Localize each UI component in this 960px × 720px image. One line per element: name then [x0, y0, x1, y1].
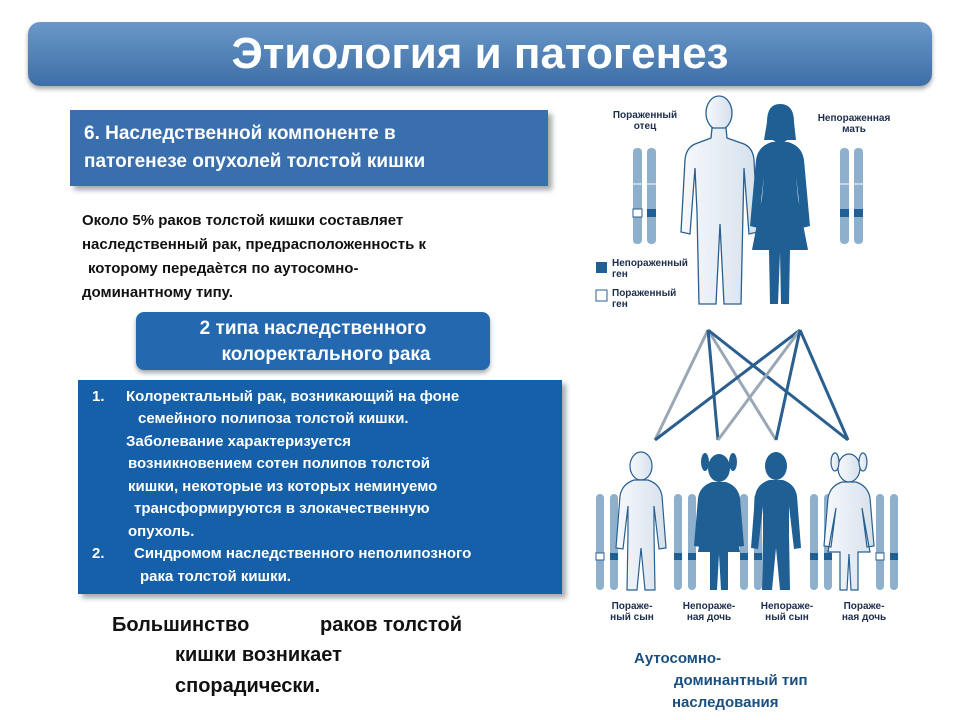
types-text: 2 типа наследственного колоректального р… — [136, 316, 490, 368]
child-affected-son-figure — [615, 451, 667, 591]
child-3-label-line-2: ный сын — [765, 612, 809, 623]
father-label-line-1: Пораженный — [612, 110, 678, 121]
father-figure — [680, 95, 759, 305]
children-gene-marks — [595, 552, 898, 561]
child-unaffected-son-figure — [751, 452, 801, 590]
child-4-label-line-2: ная дочь — [841, 612, 887, 623]
father-label: Пораженный отец — [604, 110, 686, 132]
child-3-label-line-1: Непораже- — [760, 601, 814, 612]
mother-label-line-1: Непораженная — [817, 113, 891, 124]
caption-line-3: наследования — [672, 694, 779, 711]
child-unaffected-daughter-figure — [694, 453, 744, 590]
inheritance-lines — [653, 328, 850, 442]
page-title: Этиология и патогенез — [231, 29, 729, 78]
legend-affected-square — [595, 289, 608, 302]
legend-affected-label: Пораженный ген — [612, 288, 704, 310]
caption-line-2: доминантный тип — [674, 672, 808, 689]
intro-line-1: Около 5% раков толстой кишки составляет — [82, 212, 404, 229]
mother-chromosomes — [840, 148, 863, 244]
intro-line-3: которому передаѐтся по аутосомно- — [88, 260, 359, 277]
child-3-label: Непораже- ный сын — [748, 601, 826, 623]
list-item-1-line-3: Заболевание характеризуется — [126, 433, 352, 450]
child-1-label: Пораже- ный сын — [596, 601, 668, 623]
father-chromosomes — [632, 148, 656, 244]
child-4-label: Пораже- ная дочь — [828, 601, 900, 623]
caption-line-1: Аутосомно- — [634, 650, 722, 667]
child-affected-daughter-figure — [823, 452, 875, 591]
list-item-1-line-2: семейного полипоза толстой кишки. — [138, 410, 409, 427]
father-label-line-2: отец — [633, 121, 657, 132]
legend-unaffected-square — [596, 262, 607, 273]
child-2-label: Непораже- ная дочь — [670, 601, 748, 623]
conclusion-word-1: Большинство — [112, 614, 250, 636]
conclusion-line-3: спорадически. — [175, 675, 321, 697]
mother-label: Непораженная мать — [806, 113, 902, 135]
list-item-2-line-2: рака толстой кишки. — [140, 568, 291, 585]
legend-affected-line-1: Пораженный — [612, 288, 677, 299]
legend-unaffected-label: Непораженный ген — [612, 258, 704, 280]
child-1-label-line-2: ный сын — [610, 612, 654, 623]
section-header-text: 6. Наследственной компоненте в патогенез… — [84, 120, 544, 176]
section-header-line-1: 6. Наследственной компоненте в — [84, 123, 396, 144]
list-item-1-line-6: трансформируются в злокачественную — [134, 500, 430, 517]
intro-line-4: доминантному типу. — [82, 284, 233, 301]
list-item-1-line-5: кишки, некоторые из которых неминуемо — [128, 478, 438, 495]
conclusion-line-2: кишки возникает — [175, 644, 342, 666]
legend-unaffected-line-1: Непораженный — [612, 258, 688, 269]
types-line-1: 2 типа наследственного — [199, 318, 427, 339]
legend-unaffected-line-2: ген — [612, 269, 628, 280]
conclusion-word-2: раков толстой — [320, 614, 463, 636]
child-1-label-line-1: Пораже- — [611, 601, 653, 612]
mother-label-line-2: мать — [842, 124, 866, 135]
section-header: 6. Наследственной компоненте в патогенез… — [70, 110, 548, 186]
list-item-1-number: 1. — [92, 388, 105, 405]
list-item-2-number: 2. — [92, 545, 105, 562]
list-item-1-line-7: опухоль. — [128, 523, 195, 540]
intro-line-2: наследственный рак, предрасположенность … — [82, 236, 426, 253]
intro-paragraph: Около 5% раков толстой кишки составляет … — [82, 209, 542, 305]
legend-affected-line-2: ген — [612, 299, 628, 310]
child-2-label-line-1: Непораже- — [682, 601, 736, 612]
children-chromosomes — [596, 494, 898, 590]
child-4-label-line-1: Пораже- — [843, 601, 885, 612]
types-box: 2 типа наследственного колоректального р… — [136, 312, 490, 370]
mother-figure — [750, 104, 810, 304]
list-item-2-line-1: Синдромом наследственного неполипозного — [134, 545, 472, 562]
inheritance-caption: Аутосомно- доминантный тип наследования — [634, 648, 874, 714]
list-item-1-line-4: возникновением сотен полипов толстой — [128, 455, 430, 472]
child-2-label-line-2: ная дочь — [686, 612, 732, 623]
title-banner: Этиология и патогенез — [28, 22, 932, 86]
types-list-box: 1. Колоректальный рак, возникающий на фо… — [78, 380, 562, 594]
section-header-line-2: патогенезе опухолей толстой кишки — [84, 151, 426, 172]
list-item-1-line-1: Колоректальный рак, возникающий на фоне — [126, 388, 460, 405]
types-line-2: колоректального рака — [221, 344, 431, 365]
